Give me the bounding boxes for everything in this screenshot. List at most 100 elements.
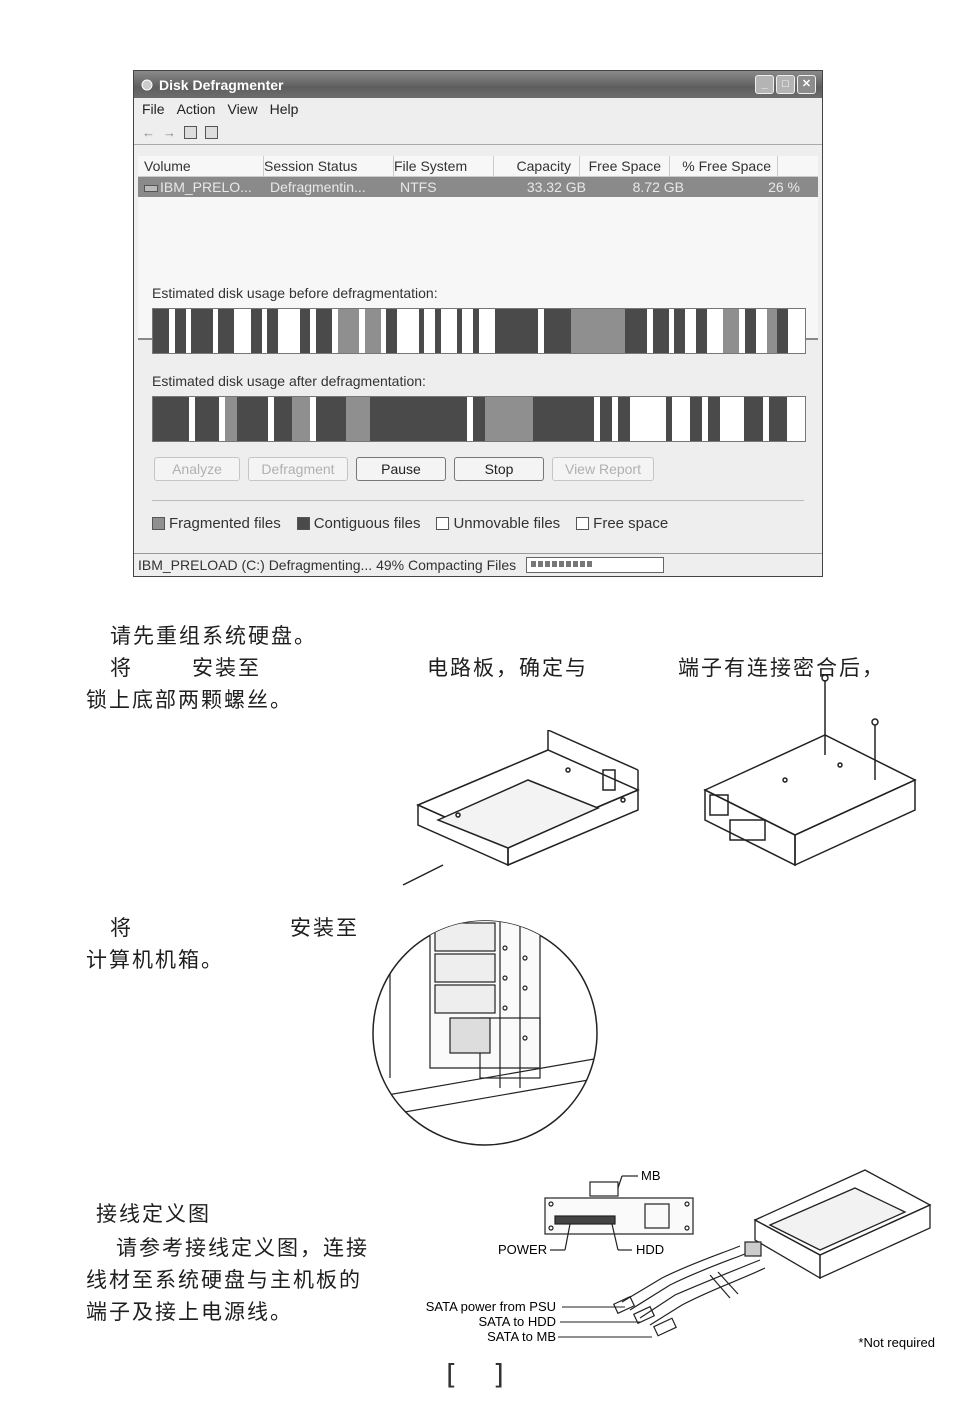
usage-segment	[267, 397, 274, 441]
drive-icon	[144, 184, 158, 192]
usage-segment	[381, 309, 387, 353]
before-label: Estimated disk usage before defragmentat…	[152, 285, 438, 301]
usage-segment	[424, 309, 436, 353]
legend-label: Free space	[593, 515, 669, 532]
legend: Fragmented files Contiguous files Unmova…	[152, 515, 684, 532]
usage-segment	[708, 397, 721, 441]
legend-contiguous: Contiguous files	[296, 515, 421, 532]
usage-segment	[195, 397, 220, 441]
volume-name: IBM_PRELO...	[160, 179, 252, 195]
cell-percent-free: 26 %	[768, 179, 800, 195]
divider	[152, 500, 804, 501]
usage-segment	[169, 309, 175, 353]
usage-segment	[386, 309, 398, 353]
step-2-c: 电路板，确定与	[427, 656, 588, 680]
usage-segment	[744, 397, 763, 441]
menu-help[interactable]: Help	[269, 101, 299, 117]
usage-segment	[189, 397, 196, 441]
fragmented-swatch	[152, 517, 165, 530]
usage-segment	[346, 397, 371, 441]
disk-defragmenter-window: Disk Defragmenter _ □ ✕ File Action View…	[133, 70, 823, 577]
hdd-label: HDD	[636, 1242, 664, 1257]
cell-capacity: 33.32 GB	[526, 179, 586, 195]
usage-segment	[419, 309, 425, 353]
contiguous-swatch	[296, 517, 310, 530]
usage-segment	[473, 309, 479, 353]
view-report-button[interactable]: View Report	[552, 457, 654, 481]
usage-segment	[261, 309, 268, 353]
menu-file[interactable]: File	[142, 101, 165, 117]
back-arrow-icon[interactable]: ←	[142, 124, 155, 140]
usage-segment	[543, 309, 572, 353]
close-button[interactable]: ✕	[797, 75, 816, 94]
column-file-system[interactable]: File System	[394, 156, 494, 176]
usage-segment	[706, 309, 724, 353]
wiring-diagram: MB POWER HDD SATA power from PSU SATA to…	[426, 1168, 935, 1350]
status-bar: IBM_PRELOAD (C:) Defragmenting... 49% Co…	[134, 553, 822, 576]
status-text: IBM_PRELOAD (C:) Defragmenting... 49% Co…	[138, 557, 517, 573]
menu-action[interactable]: Action	[176, 101, 216, 117]
usage-segment	[768, 397, 787, 441]
usage-segment	[212, 309, 219, 353]
usage-segment	[538, 309, 544, 353]
wiring-title: 接线定义图	[96, 1202, 211, 1226]
title-bar: Disk Defragmenter _ □ ✕	[134, 71, 822, 98]
legend-label: Fragmented files	[169, 515, 281, 532]
table-header: Volume Session Status File System Capaci…	[138, 156, 818, 177]
step-2-d: 端子有连接密合后，	[678, 656, 885, 680]
column-volume[interactable]: Volume	[138, 156, 264, 176]
usage-segment	[218, 309, 235, 353]
maximize-button[interactable]: □	[776, 75, 795, 94]
step-3-c: 计算机机箱。	[86, 948, 224, 972]
usage-segment	[332, 309, 338, 353]
column-session-status[interactable]: Session Status	[264, 156, 394, 176]
usage-segment	[629, 397, 666, 441]
menu-view[interactable]: View	[227, 101, 258, 117]
forward-arrow-icon[interactable]: →	[163, 124, 176, 140]
usage-segment	[593, 397, 600, 441]
table-row[interactable]: IBM_PRELO... Defragmentin... NTFS 33.32 …	[138, 177, 818, 197]
column-capacity[interactable]: Capacity	[494, 156, 580, 176]
usage-segment	[174, 309, 186, 353]
power-label: POWER	[498, 1242, 547, 1257]
mb-label: MB	[641, 1168, 661, 1183]
analyze-button[interactable]: Analyze	[154, 457, 240, 481]
step-3-a: 将	[110, 916, 133, 940]
cell-free-space: 8.72 GB	[632, 179, 684, 195]
window-title: Disk Defragmenter	[159, 76, 284, 93]
legend-label: Contiguous files	[313, 515, 421, 532]
pause-button[interactable]: Pause	[356, 457, 446, 481]
sata-mb-label: SATA to MB	[487, 1329, 556, 1344]
step-2-b: 安装至	[192, 656, 261, 680]
bracket-left: [	[446, 1358, 493, 1391]
step-1-text: 请先重组系统硬盘。	[110, 624, 317, 648]
usage-segment	[617, 397, 630, 441]
usage-segment	[309, 397, 316, 441]
defragment-button[interactable]: Defragment	[248, 457, 348, 481]
usage-segment	[225, 397, 238, 441]
page-number-brackets: []	[446, 1358, 540, 1391]
stop-button[interactable]: Stop	[454, 457, 544, 481]
usage-segment	[625, 309, 648, 353]
usage-segment	[457, 309, 463, 353]
usage-segment	[370, 397, 467, 441]
sata-power-label: SATA power from PSU	[426, 1299, 556, 1314]
help-icon[interactable]	[205, 125, 218, 139]
usage-segment	[611, 397, 618, 441]
not-required-note: *Not required	[858, 1335, 935, 1350]
column-percent-free[interactable]: % Free Space	[670, 156, 778, 176]
properties-icon[interactable]	[184, 125, 197, 139]
minimize-button[interactable]: _	[755, 75, 774, 94]
usage-segment	[777, 309, 789, 353]
usage-segment	[665, 397, 672, 441]
usage-after-bar	[152, 396, 806, 442]
column-free-space[interactable]: Free Space	[580, 156, 670, 176]
usage-segment	[267, 309, 278, 353]
progress-bar	[526, 557, 665, 573]
usage-segment	[277, 309, 300, 353]
legend-label: Unmovable files	[453, 515, 561, 532]
usage-segment	[695, 309, 707, 353]
menu-bar: File Action View Help	[134, 98, 822, 120]
usage-segment	[219, 397, 226, 441]
usage-segment	[191, 309, 213, 353]
